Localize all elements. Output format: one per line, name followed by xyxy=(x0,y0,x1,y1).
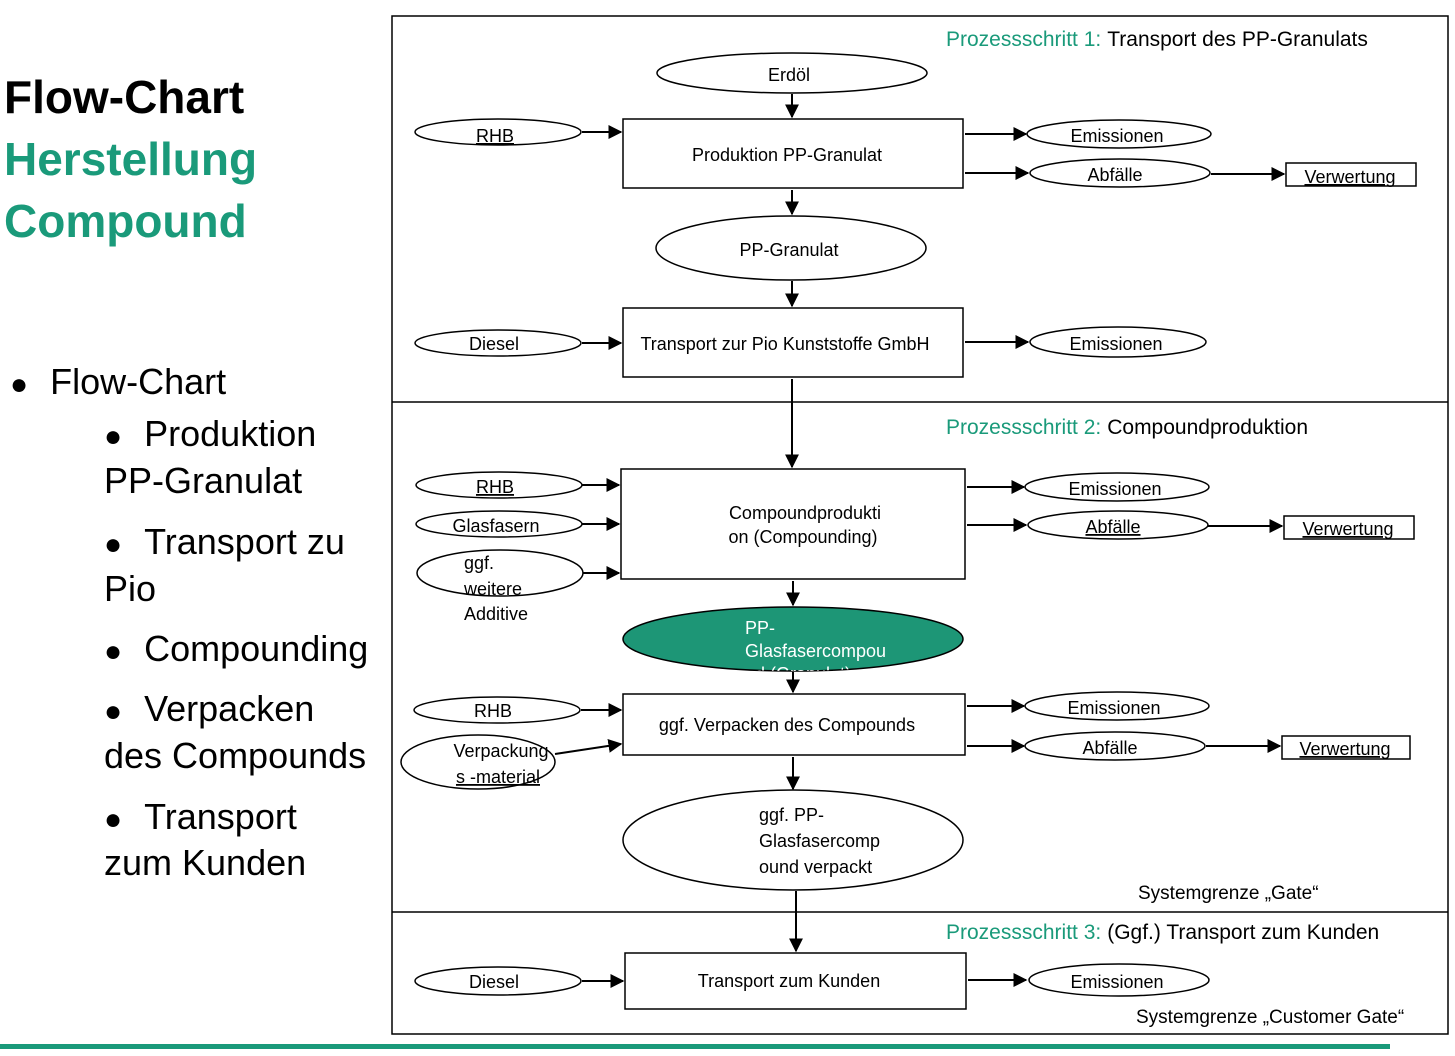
bullet-sub-1-text-a: Produktion xyxy=(144,413,317,454)
node-verpackungsmaterial-label-1: Verpackung xyxy=(453,741,548,761)
node-verwertung-2 xyxy=(1283,515,1415,540)
bullet-sub-2-cont: Pio xyxy=(104,568,157,609)
bullet-sub-3-text-a: Compounding xyxy=(144,628,369,669)
node-verpacken-label: ggf. Verpacken des Compounds xyxy=(659,715,915,735)
node-emissionen-2-label: Emissionen xyxy=(1069,334,1162,354)
step1-arrows xyxy=(582,94,1286,469)
slide-title: Flow-Chart xyxy=(4,71,245,123)
bullet-sub-2: ● Transport zu xyxy=(104,524,345,560)
bullet-dot-icon: ● xyxy=(10,368,29,401)
bullet-sub-5-cont: zum Kunden xyxy=(104,842,307,883)
node-erdoel-label: Erdöl xyxy=(768,65,810,85)
node-rhb-3-label: RHB xyxy=(474,701,512,721)
step2-label-text: Compoundproduktion xyxy=(1107,416,1308,439)
bullet-sub-5: ● Transport xyxy=(104,799,297,835)
node-verwertung-2-label: Verwertung xyxy=(1302,519,1393,539)
node-abfaelle-3-label: Abfälle xyxy=(1082,738,1137,758)
bullet-sub-3: ● Compounding xyxy=(104,631,368,667)
node-verpacken xyxy=(622,693,966,756)
node-transport-pio xyxy=(622,307,964,378)
node-abfaelle-1-label: Abfälle xyxy=(1087,165,1142,185)
node-pp-glasfasercompound-label-3: nd (Granulat) xyxy=(745,664,851,684)
node-emissionen-5-label: Emissionen xyxy=(1070,972,1163,992)
node-transport-pio-label: Transport zur Pio Kunststoffe GmbH xyxy=(640,334,929,354)
bullet-dot-icon: ● xyxy=(104,420,123,453)
node-rhb-1 xyxy=(414,118,582,146)
bullet-main-text: Flow-Chart xyxy=(50,361,227,402)
bottom-accent-rule xyxy=(0,1044,1390,1049)
bullet-dot-icon: ● xyxy=(104,528,123,561)
step2-arrows xyxy=(554,478,1284,953)
node-diesel-1 xyxy=(414,329,582,357)
step2-label: Prozessschritt 2: Compoundproduktion xyxy=(946,416,1308,439)
node-produktion-label: Produktion PP-Granulat xyxy=(692,145,882,165)
bullet-main: ● Flow-Chart xyxy=(10,364,226,400)
node-verpackungsmaterial-label-2: s -material xyxy=(456,767,540,787)
step1-label: Prozessschritt 1: Transport des PP-Granul… xyxy=(946,28,1368,51)
arrow-verpackung-verpacken xyxy=(554,738,623,755)
node-verwertung-3-label: Verwertung xyxy=(1299,739,1390,759)
node-pp-glasfasercompound-label-1: PP- xyxy=(745,618,775,638)
node-emissionen-2 xyxy=(1029,326,1207,358)
step3-arrows xyxy=(582,973,1028,988)
bullet-dot-icon: ● xyxy=(104,695,123,728)
node-diesel-2 xyxy=(414,966,582,996)
node-transport-kunden xyxy=(624,952,967,1010)
node-produktion xyxy=(622,118,964,189)
bullet-sub-5-text-a: Transport xyxy=(144,796,297,837)
node-compoundproduktion xyxy=(620,468,966,580)
bullet-dot-icon: ● xyxy=(104,635,123,668)
node-pp-glasfasercompound-text: PP- Glasfasercompou nd (Granulat) xyxy=(745,618,886,684)
node-erdoel xyxy=(656,52,928,94)
node-verwertung-1-label: Verwertung xyxy=(1304,167,1395,187)
slide-subtitle-line2: Compound xyxy=(4,195,247,247)
node-pp-granulat-label: PP-Granulat xyxy=(739,240,838,260)
step1-label-text: Transport des PP-Granulats xyxy=(1107,28,1368,51)
node-diesel-1-label: Diesel xyxy=(469,334,519,354)
step3-label: Prozessschritt 3: (Ggf.) Transport zum Ku… xyxy=(946,921,1379,944)
node-rhb-3 xyxy=(413,696,581,724)
node-glasfasern-label: Glasfasern xyxy=(452,516,539,536)
node-verwertung-3 xyxy=(1281,735,1411,760)
systemgrenze-gate: Systemgrenze „Gate“ xyxy=(1138,883,1319,904)
step3-label-prefix: Prozessschritt 3: xyxy=(946,921,1101,944)
node-verwertung-1 xyxy=(1285,162,1417,187)
node-additive-label-3: Additive xyxy=(464,604,528,624)
node-compoundproduktion-label-1: Compoundprodukti xyxy=(729,503,881,523)
node-abfaelle-1 xyxy=(1029,158,1211,188)
slide-subtitle-line1: Herstellung xyxy=(4,133,258,185)
node-pp-glasfasercompound xyxy=(622,606,964,672)
node-emissionen-1-label: Emissionen xyxy=(1070,126,1163,146)
node-emissionen-4-label: Emissionen xyxy=(1067,698,1160,718)
node-emissionen-3-label: Emissionen xyxy=(1068,479,1161,499)
bullet-sub-4-text-a: Verpacken xyxy=(144,688,315,729)
node-compound-verpackt-label-2: Glasfasercomp xyxy=(759,831,880,851)
node-additive-label-1: ggf. xyxy=(464,553,494,573)
node-compound-verpackt-label-1: ggf. PP- xyxy=(759,805,824,825)
node-pp-granulat xyxy=(655,215,927,281)
bullet-sub-4: ● Verpacken xyxy=(104,691,314,727)
node-rhb-1-label: RHB xyxy=(476,126,514,146)
node-compoundproduktion-label-2: on (Compounding) xyxy=(728,527,877,547)
node-rhb-2-label: RHB xyxy=(476,477,514,497)
bullet-sub-4-cont: des Compounds xyxy=(104,735,367,776)
node-diesel-2-label: Diesel xyxy=(469,972,519,992)
diagram-frame xyxy=(391,15,1449,1035)
node-emissionen-5 xyxy=(1028,963,1210,997)
node-compound-verpackt-label-3: ound verpackt xyxy=(759,857,872,877)
bullet-sub-1-cont: PP-Granulat xyxy=(104,460,303,501)
node-pp-glasfasercompound-label-2: Glasfasercompou xyxy=(745,641,886,661)
node-additive-label-2: weitere xyxy=(463,579,522,599)
bullet-sub-2-text-a: Transport zu xyxy=(144,521,345,562)
node-verpackungsmaterial xyxy=(400,734,556,790)
node-abfaelle-2-label: Abfälle xyxy=(1085,517,1140,537)
step2-label-prefix: Prozessschritt 2: xyxy=(946,416,1101,439)
node-transport-kunden-label: Transport zum Kunden xyxy=(698,971,880,991)
step1-label-prefix: Prozessschritt 1: xyxy=(946,28,1101,51)
bullet-sub-1: ● Produktion xyxy=(104,416,316,452)
step3-label-text: (Ggf.) Transport zum Kunden xyxy=(1107,921,1379,944)
bullet-dot-icon: ● xyxy=(104,803,123,836)
systemgrenze-customer-gate: Systemgrenze „Customer Gate“ xyxy=(1136,1007,1404,1028)
